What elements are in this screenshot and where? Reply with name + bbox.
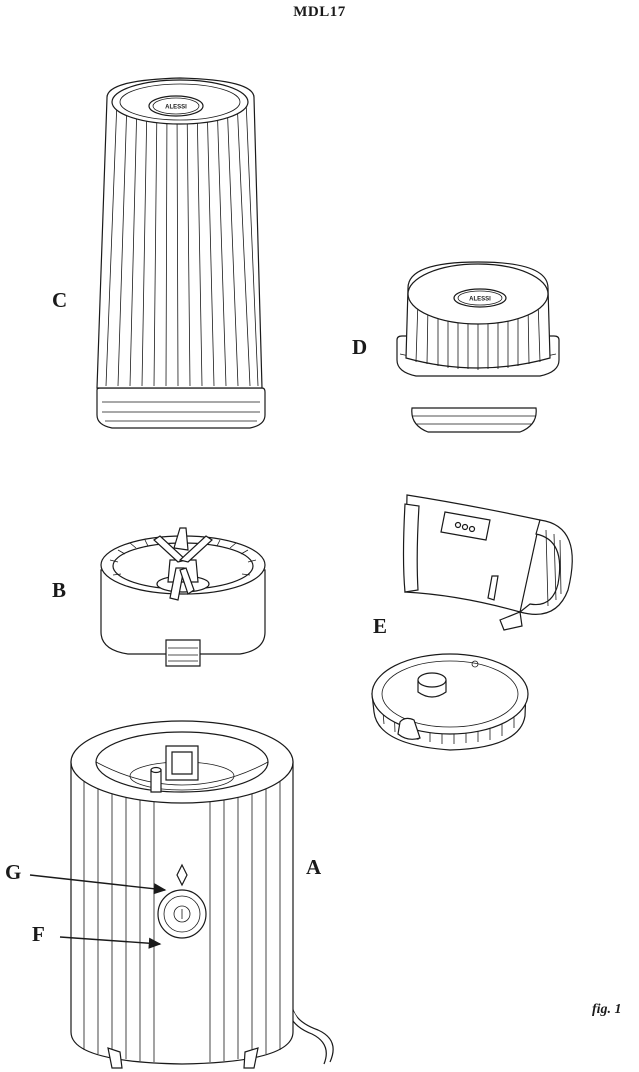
label-e: E (373, 614, 387, 639)
part-c-tall-jar: ALESSI (97, 78, 265, 428)
jar-d-logo: ALESSI (469, 297, 491, 303)
label-d: D (352, 335, 367, 360)
power-button[interactable] (158, 890, 206, 938)
label-f: F (32, 922, 45, 947)
jar-c-logo: ALESSI (165, 105, 187, 111)
part-a-motor-base (71, 721, 333, 1068)
label-b: B (52, 578, 66, 603)
label-g: G (5, 860, 21, 885)
part-e-lid (372, 495, 572, 750)
figure-label: fig. 1 (592, 1002, 622, 1018)
part-b-blade-unit (101, 528, 265, 666)
label-c: C (52, 288, 67, 313)
part-d-short-jar: ALESSI (397, 262, 559, 432)
label-a: A (306, 855, 321, 880)
